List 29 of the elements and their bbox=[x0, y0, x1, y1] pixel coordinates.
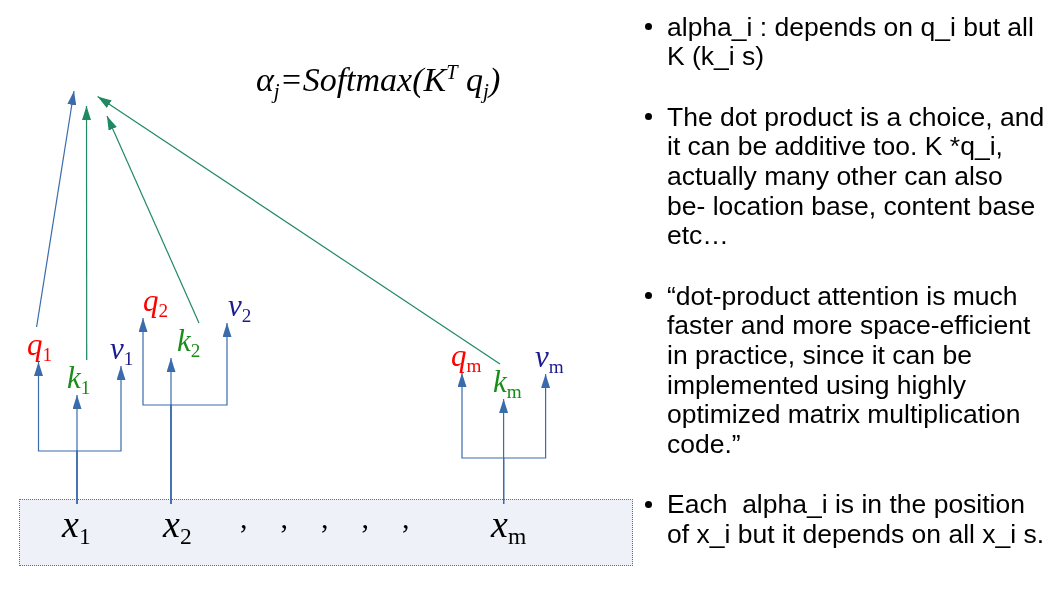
arrow bbox=[106, 115, 200, 324]
separator-comma: , bbox=[402, 501, 410, 535]
variable-label: k$_{m}$ bbox=[493, 364, 522, 399]
variable-label: x$_{m}$ bbox=[491, 504, 527, 544]
variable-label: x$_{1}$ bbox=[62, 504, 91, 544]
variable-label: v$_{m}$ bbox=[535, 339, 564, 374]
arrow bbox=[170, 322, 232, 505]
bullet-text: alpha_i : depends on q_i but all K (k_i s) bbox=[667, 12, 1035, 73]
separator-comma: , bbox=[361, 501, 369, 535]
bullet-text: Each alpha_i is in the position of x_i but it depends on all x_i s. bbox=[667, 490, 1046, 550]
arrow bbox=[36, 90, 77, 328]
variable-label: k$_{1}$ bbox=[67, 360, 91, 395]
variable-label: k$_{2}$ bbox=[168, 323, 201, 358]
separator-comma: , bbox=[280, 501, 288, 535]
input-sequence-band bbox=[19, 499, 633, 566]
variable-label: q$_{1}$ bbox=[27, 327, 53, 362]
separator-comma: , bbox=[321, 501, 329, 535]
variable-label: x$_{2}$ bbox=[163, 504, 192, 544]
variable-label: q$_{m}$ bbox=[451, 338, 482, 373]
arrow bbox=[503, 373, 551, 505]
arrow bbox=[82, 105, 91, 361]
arrow bbox=[76, 365, 126, 505]
arrow bbox=[97, 95, 501, 365]
variable-label: v$_{2}$ bbox=[222, 288, 252, 323]
separator-comma: , bbox=[240, 501, 248, 535]
bullet-text: The dot product is a choice, and it can be additive too. K *q_i, actually many other can also be- location base, content base etc… bbox=[667, 102, 1046, 252]
variable-label: q$_{2}$ bbox=[138, 283, 169, 318]
bullet-text: “dot-product attention is much faster and more space-efficient in practice, since it can be implemented using highly optimized matrix multiplication code.” bbox=[667, 281, 1032, 460]
variable-label: v$_{1}$ bbox=[110, 331, 134, 366]
